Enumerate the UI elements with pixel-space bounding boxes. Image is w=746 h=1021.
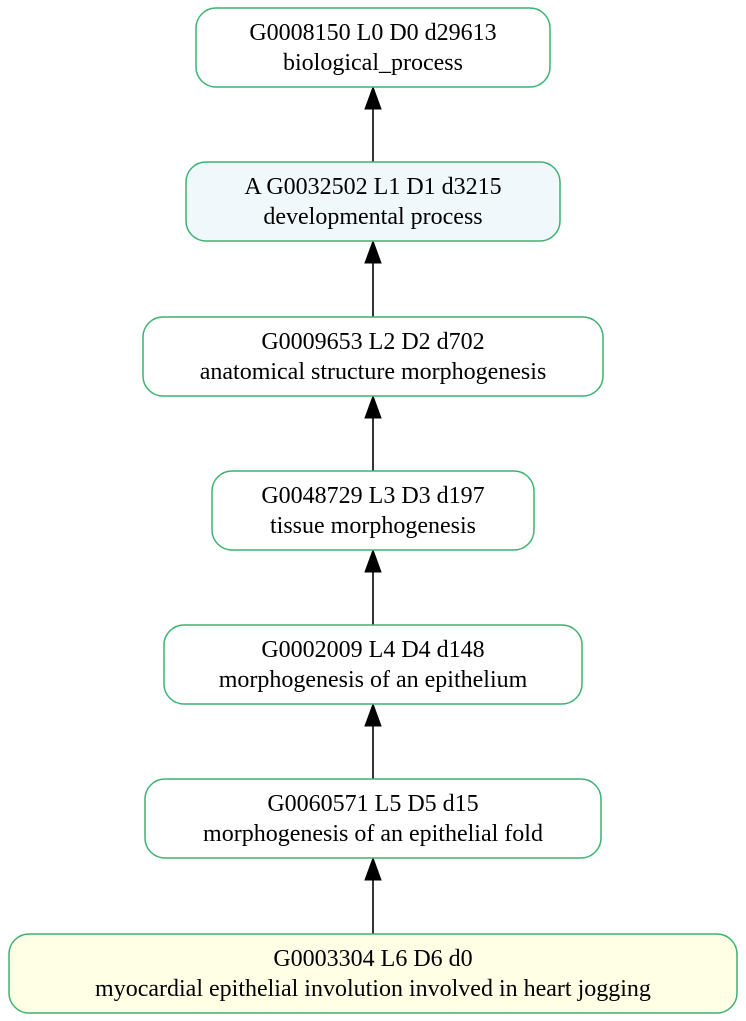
arrowhead-icon [364, 548, 382, 573]
node-g0009653: G0009653 L2 D2 d702 anatomical structure … [142, 316, 604, 397]
node-g0002009: G0002009 L4 D4 d148 morphogenesis of an e… [163, 624, 583, 705]
edge-g0003304-to-g0060571 [364, 856, 382, 934]
node-id-line: G0060571 L5 D5 d15 [267, 791, 478, 817]
node-box [185, 161, 561, 242]
node-id-line: G0002009 L4 D4 d148 [261, 637, 484, 663]
node-name-line: myocardial epithelial involution involve… [95, 976, 651, 1002]
node-g0003304: G0003304 L6 D6 d0 myocardial epithelial i… [8, 933, 738, 1014]
arrowhead-icon [364, 239, 382, 264]
node-name-line: biological_process [283, 50, 463, 76]
node-id-line: G0008150 L0 D0 d29613 [249, 20, 496, 46]
edge-g0032502-to-g0008150 [364, 85, 382, 162]
edge-g0048729-to-g0009653 [364, 394, 382, 471]
arrowhead-icon [364, 394, 382, 419]
node-name-line: anatomical structure morphogenesis [200, 359, 547, 385]
arrowhead-icon [364, 856, 382, 881]
arrowhead-icon [364, 702, 382, 727]
edge-g0002009-to-g0048729 [364, 548, 382, 625]
nodes-layer: G0008150 L0 D0 d29613 biological_processA… [8, 7, 738, 1014]
edges-layer [364, 85, 382, 934]
node-name-line: tissue morphogenesis [270, 513, 476, 539]
arrowhead-icon [364, 85, 382, 110]
edge-g0009653-to-g0032502 [364, 239, 382, 317]
node-box [142, 316, 604, 397]
node-g0032502: A G0032502 L1 D1 d3215 developmental proc… [185, 161, 561, 242]
node-box [211, 470, 535, 551]
edge-g0060571-to-g0002009 [364, 702, 382, 779]
node-box [8, 933, 738, 1014]
node-name-line: developmental process [263, 204, 482, 230]
node-id-line: A G0032502 L1 D1 d3215 [244, 174, 501, 200]
node-g0048729: G0048729 L3 D3 d197 tissue morphogenesis [211, 470, 535, 551]
node-box [144, 778, 602, 859]
node-id-line: G0003304 L6 D6 d0 [273, 946, 472, 972]
node-box [195, 7, 551, 88]
node-g0008150: G0008150 L0 D0 d29613 biological_process [195, 7, 551, 88]
node-box [163, 624, 583, 705]
node-name-line: morphogenesis of an epithelial fold [203, 821, 543, 847]
node-g0060571: G0060571 L5 D5 d15 morphogenesis of an ep… [144, 778, 602, 859]
node-id-line: G0009653 L2 D2 d702 [261, 329, 484, 355]
node-id-line: G0048729 L3 D3 d197 [261, 483, 484, 509]
node-name-line: morphogenesis of an epithelium [219, 667, 528, 693]
